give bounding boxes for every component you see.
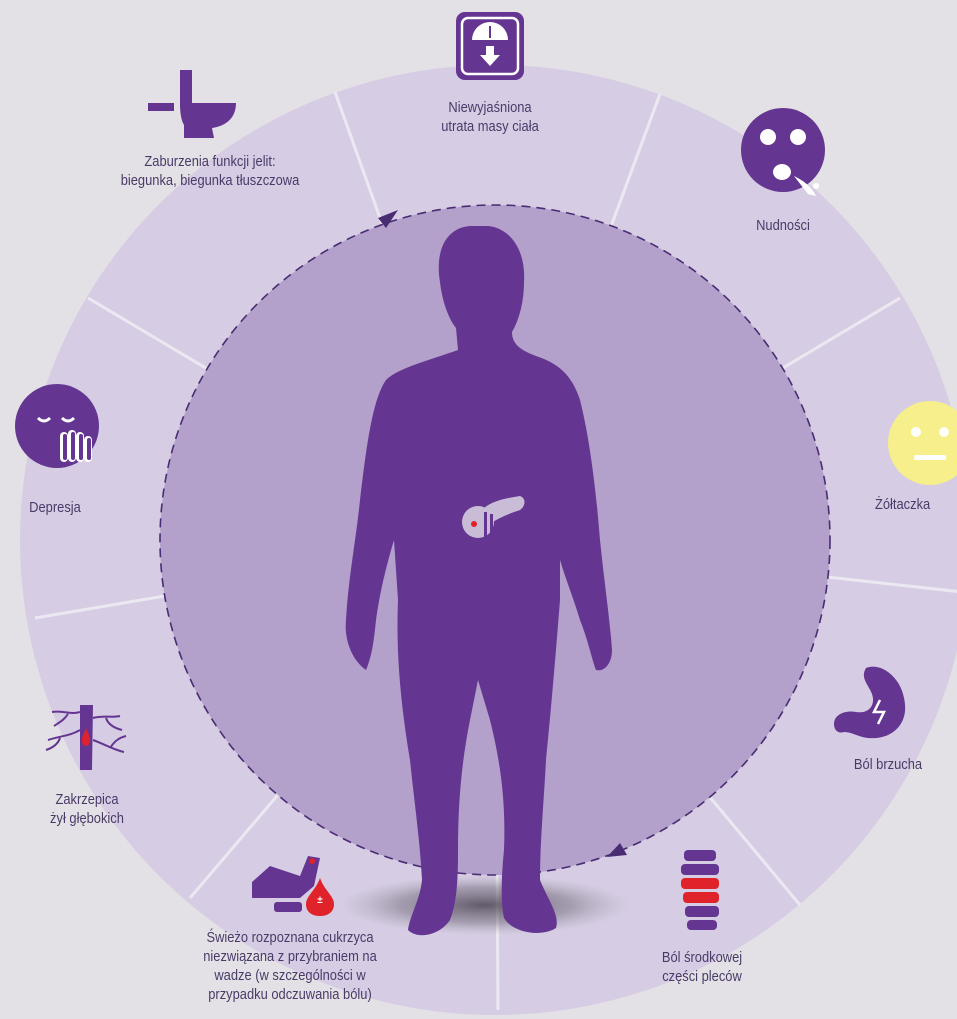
scale-icon [456, 12, 524, 80]
label-jaundice: Żółtaczka [875, 496, 931, 513]
figure-shadow [340, 875, 630, 935]
toilet-icon [148, 70, 236, 138]
spine-icon [681, 850, 719, 930]
label-back-pain: Ból środkowej części pleców [661, 949, 743, 985]
label-dvt: Zakrzepica żył głębokich [50, 791, 124, 827]
nausea-face-icon [741, 108, 825, 196]
vein-thrombosis-icon [45, 705, 127, 770]
stomach-pain-icon [834, 666, 906, 739]
svg-text:±: ± [317, 895, 323, 906]
man-silhouette-icon [345, 226, 612, 936]
label-weight-loss: Niewyjaśniona utrata masy ciała [441, 99, 539, 135]
blood-glucose-icon: ± [252, 856, 334, 916]
pancreas-icon [462, 496, 525, 540]
cycle-arrow-top [378, 210, 398, 228]
sad-face-icon [15, 384, 99, 468]
label-depression: Depresja [29, 499, 81, 516]
cycle-arrow-bottom [607, 843, 627, 857]
label-nausea: Nudności [756, 217, 810, 234]
neutral-face-icon [888, 401, 957, 485]
label-diabetes: Świeżo rozpoznana cukrzyca niezwiązana z… [203, 929, 377, 1003]
label-abdominal-pain: Ból brzucha [853, 756, 923, 773]
dashed-cycle-ring [159, 204, 831, 876]
label-bowel: Zaburzenia funkcji jelit: biegunka, bieg… [120, 153, 300, 189]
